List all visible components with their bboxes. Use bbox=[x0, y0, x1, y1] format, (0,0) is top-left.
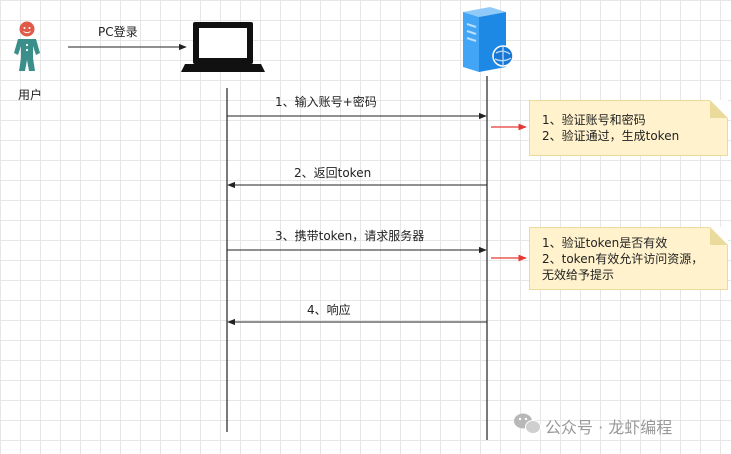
note-line: 2、token有效允许访问资源， bbox=[542, 252, 704, 266]
note-verify-token: 1、验证token是否有效 2、token有效允许访问资源， 无效给予提示 bbox=[529, 227, 728, 290]
note-line: 1、验证账号和密码 bbox=[542, 113, 646, 127]
note-line: 1、验证token是否有效 bbox=[542, 236, 668, 250]
note-verify-credentials: 1、验证账号和密码 2、验证通过，生成token bbox=[529, 100, 728, 156]
message-label-3: 3、携带token，请求服务器 bbox=[275, 229, 425, 243]
user-label: 用户 bbox=[18, 88, 43, 102]
note-fold-corner bbox=[710, 100, 728, 118]
watermark-text: 公众号 · 龙虾编程 bbox=[545, 418, 673, 437]
laptop-icon bbox=[181, 22, 265, 72]
message-label-1: 1、输入账号+密码 bbox=[275, 95, 377, 109]
message-label-4: 4、响应 bbox=[307, 303, 351, 317]
login-label: PC登录 bbox=[98, 25, 138, 39]
message-label-2: 2、返回token bbox=[294, 166, 372, 180]
note-fold-corner bbox=[710, 227, 728, 245]
wechat-icon bbox=[514, 413, 541, 434]
note-line: 无效给予提示 bbox=[542, 268, 615, 282]
note-line: 2、验证通过，生成token bbox=[542, 129, 680, 143]
person-icon bbox=[14, 21, 40, 71]
server-icon bbox=[463, 7, 514, 72]
